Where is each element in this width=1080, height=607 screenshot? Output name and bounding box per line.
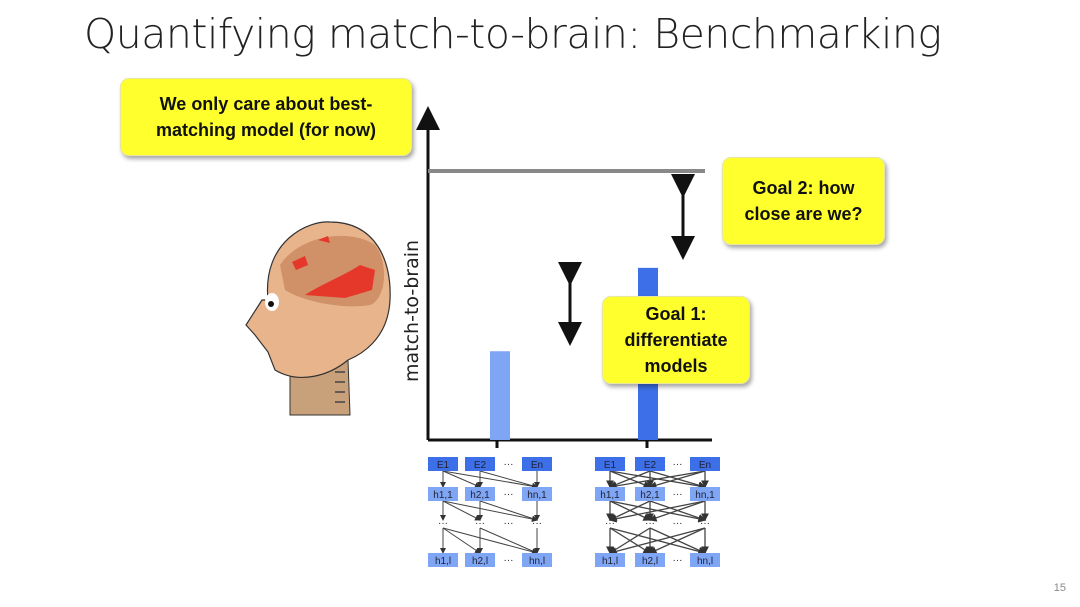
ellipsis: ···	[504, 555, 514, 566]
network-edge	[648, 470, 706, 489]
network-node	[465, 553, 495, 567]
ellipsis: ···	[605, 518, 615, 529]
network-node-label: E2	[644, 460, 657, 471]
network-node-label: h1,l	[602, 556, 618, 567]
network-edge	[648, 527, 706, 554]
ellipsis: ···	[673, 489, 683, 500]
ellipsis: ···	[673, 518, 683, 529]
network-diagrams: E1 E2 En ··· h1,1 h2,1 hn,1 ··· ··· ··· ··· ··· h1,l…	[428, 457, 720, 567]
network-node	[635, 553, 665, 567]
callout-line: Goal 1:	[645, 304, 707, 324]
network-node-label: En	[699, 460, 711, 471]
network-node	[635, 487, 665, 501]
network-node	[428, 553, 458, 567]
network-edge	[442, 500, 481, 521]
page-number: 15	[1053, 582, 1066, 594]
ellipsis: ···	[645, 518, 655, 529]
network-edge	[442, 527, 538, 555]
bar-model-1	[490, 351, 510, 440]
ellipsis: ···	[532, 518, 542, 529]
network-edge	[608, 500, 706, 523]
ellipsis: ···	[504, 459, 514, 470]
ellipsis: ···	[438, 518, 448, 529]
slide-title: Quantifying match-to-brain: Benchmarking	[84, 10, 942, 58]
network-node	[595, 487, 625, 501]
network-edge	[442, 500, 538, 522]
network-node	[465, 487, 495, 501]
callout-line: close are we?	[744, 204, 863, 224]
network-node	[465, 457, 495, 471]
network-node	[522, 457, 552, 471]
callout-line: differentiate	[624, 330, 728, 350]
network-edge	[442, 470, 481, 488]
network-node-label: hn,l	[529, 556, 545, 567]
network-node-label: hn,1	[527, 490, 547, 501]
head-illustration	[245, 221, 391, 416]
network-node-label: En	[531, 460, 543, 471]
network-edge	[648, 500, 706, 522]
network-node	[690, 487, 720, 501]
callout-goal1: Goal 1: differentiate models	[602, 296, 750, 384]
network-edge	[479, 470, 538, 489]
callout-line: Goal 2: how	[752, 178, 855, 198]
network-node-label: h1,1	[433, 490, 453, 501]
network-node-label: E1	[437, 460, 450, 471]
network-edge	[608, 527, 706, 556]
network-node	[690, 553, 720, 567]
network-node-label: h1,1	[600, 490, 620, 501]
network-edge	[479, 527, 538, 554]
network-node-label: hn,1	[695, 490, 715, 501]
network-node-label: h2,1	[470, 490, 490, 501]
callout-line: models	[644, 356, 708, 376]
network-node	[522, 487, 552, 501]
network-node	[690, 457, 720, 471]
network-node-label: E2	[474, 460, 487, 471]
network-node-label: h2,l	[472, 556, 488, 567]
network-node	[595, 553, 625, 567]
callout-line: We only care about best-	[159, 94, 373, 114]
network-edge	[442, 470, 538, 490]
network-node	[428, 487, 458, 501]
network-node	[522, 553, 552, 567]
network-node-label: h2,l	[642, 556, 658, 567]
network-node	[428, 457, 458, 471]
ellipsis: ···	[475, 518, 485, 529]
network-node	[635, 457, 665, 471]
ellipsis: ···	[673, 555, 683, 566]
ellipsis: ···	[504, 489, 514, 500]
callout-goal2: Goal 2: how close are we?	[722, 157, 885, 245]
ellipsis: ···	[700, 518, 710, 529]
network-node-label: E1	[604, 460, 617, 471]
y-axis-label: match-to-brain	[401, 240, 423, 382]
network-node-label: hn,l	[697, 556, 713, 567]
network-node-label: h1,l	[435, 556, 451, 567]
ellipsis: ···	[673, 459, 683, 470]
network-edge	[442, 527, 481, 554]
network-node-label: h2,1	[640, 490, 660, 501]
network-edge	[479, 500, 538, 522]
network-node	[595, 457, 625, 471]
network-edge	[608, 470, 706, 490]
callout-best-model: We only care about best-matching model (…	[120, 78, 412, 156]
ellipsis: ···	[504, 518, 514, 529]
callout-line: matching model (for now)	[156, 120, 376, 140]
